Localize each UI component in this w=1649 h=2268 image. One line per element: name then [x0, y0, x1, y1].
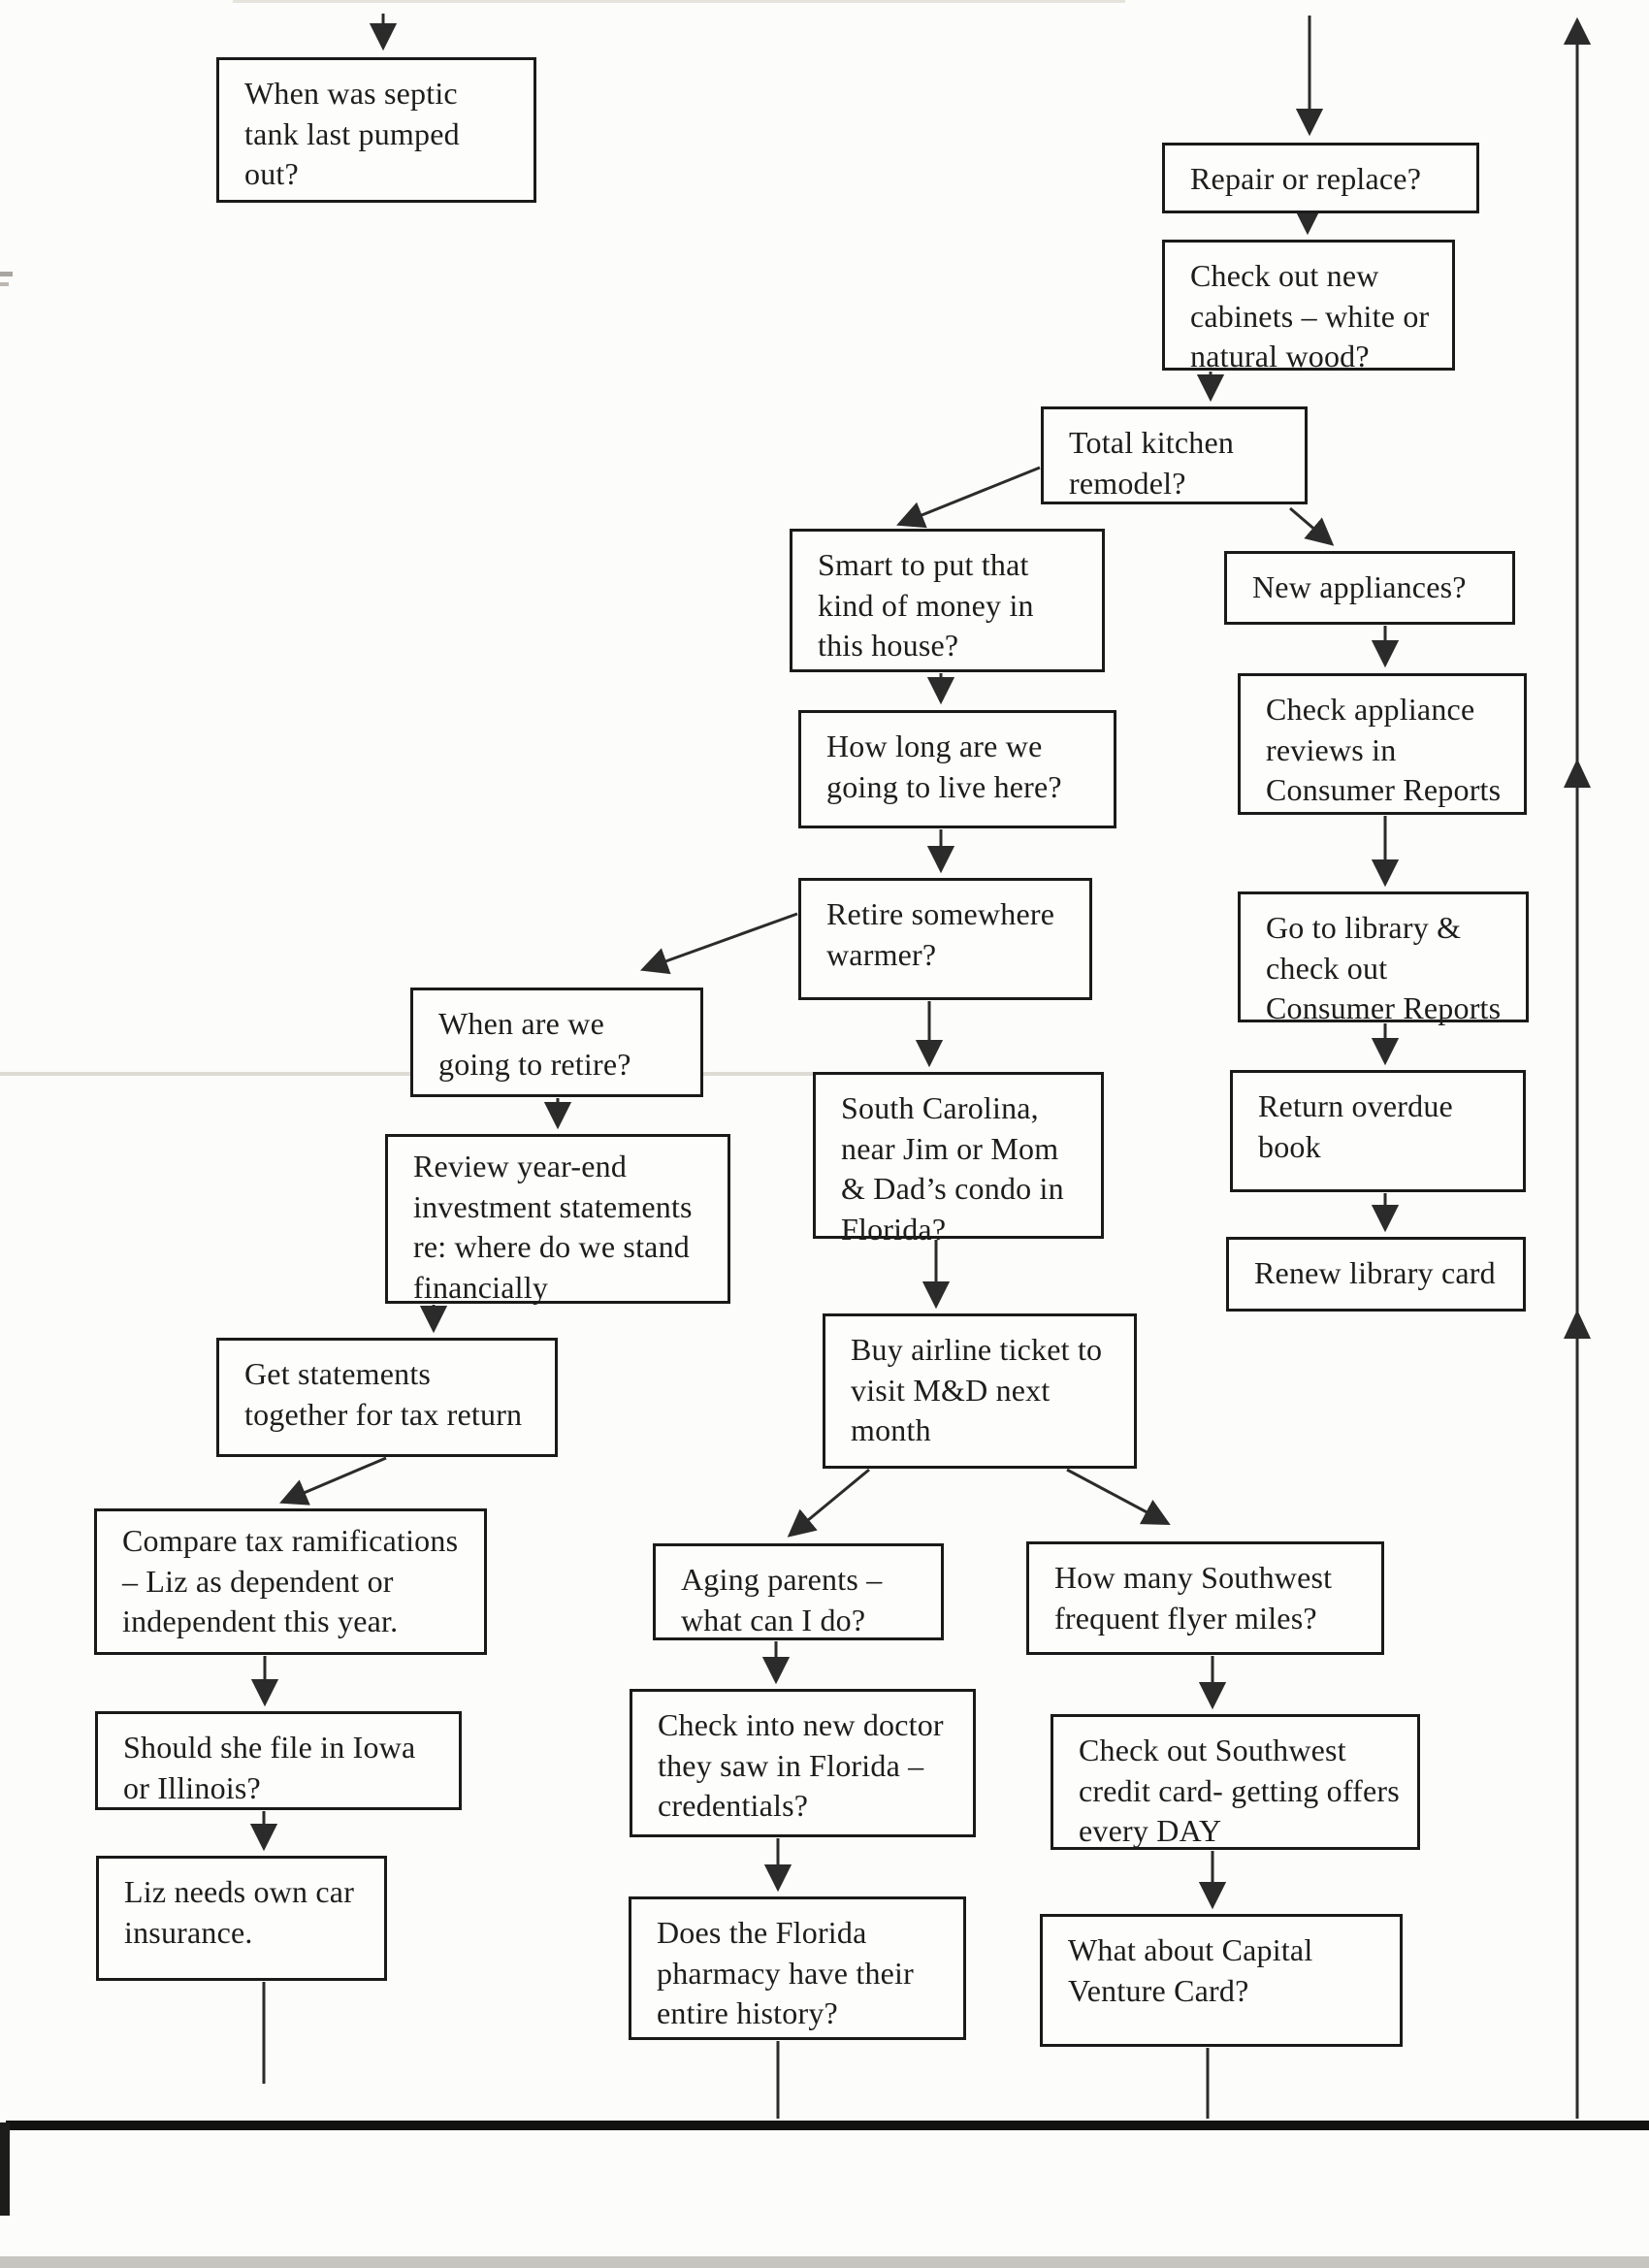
flow-node-liz-car-insurance: Liz needs own car insurance. [96, 1856, 387, 1981]
node-label: How many Southwest frequent flyer miles? [1054, 1560, 1333, 1636]
arrow-ticket-to-aging-parents [787, 1468, 870, 1538]
flow-node-buy-airline-ticket: Buy airline ticket to visit M&D next mon… [823, 1313, 1137, 1469]
flow-node-go-to-library: Go to library & check out Consumer Repor… [1238, 891, 1529, 1026]
node-label: Review year-end investment statements re… [413, 1149, 693, 1305]
margin-arrowhead-mid-upper [1564, 759, 1591, 788]
flow-node-how-long-live-here: How long are we going to live here? [798, 710, 1116, 828]
node-label: Does the Florida pharmacy have their ent… [657, 1915, 915, 2031]
flow-node-compare-tax: Compare tax ramifications – Liz as depen… [94, 1508, 487, 1655]
node-label: Total kitchen remodel? [1069, 425, 1235, 501]
scan-top-smudge [233, 0, 1125, 3]
flow-node-aging-parents: Aging parents – what can I do? [653, 1543, 944, 1640]
arrow-kitchen-to-new-appliances [1289, 506, 1335, 546]
node-label: Check into new doctor they saw in Florid… [658, 1707, 944, 1824]
flow-node-should-she-file: Should she file in Iowa or Illinois? [95, 1711, 462, 1810]
flow-node-review-year-end: Review year-end investment statements re… [385, 1134, 730, 1305]
node-label: Should she file in Iowa or Illinois? [123, 1730, 416, 1805]
arrow-statements-to-compare-tax [279, 1456, 387, 1506]
flow-node-return-overdue-book: Return overdue book [1230, 1070, 1526, 1192]
scan-edge-mark-2 [0, 282, 9, 286]
flow-node-check-appliance-reviews: Check appliance reviews in Consumer Repo… [1238, 673, 1527, 815]
node-label: Repair or replace? [1190, 161, 1422, 196]
flow-node-kitchen-remodel: Total kitchen remodel? [1041, 406, 1308, 504]
node-label: Renew library card [1254, 1255, 1496, 1290]
arrow-retire-to-when-retire [639, 912, 798, 975]
arrow-kitchen-to-smart [896, 466, 1041, 529]
flow-node-retire-warmer: Retire somewhere warmer? [798, 878, 1092, 1000]
node-label: Get statements together for tax return [244, 1356, 523, 1432]
flow-node-new-cabinets: Check out new cabinets – white or natura… [1162, 240, 1455, 374]
flow-node-get-statements: Get statements together for tax return [216, 1338, 558, 1457]
flow-node-new-appliances: New appliances? [1224, 551, 1515, 625]
node-label: South Carolina, near Jim or Mom & Dad’s … [841, 1090, 1064, 1247]
node-label: Return overdue book [1258, 1088, 1453, 1164]
node-label: When was septic tank last pumped out? [244, 76, 460, 192]
scan-edge-mark [0, 272, 13, 276]
flow-node-south-carolina: South Carolina, near Jim or Mom & Dad’s … [813, 1072, 1104, 1247]
flow-node-smart-money: Smart to put that kind of money in this … [790, 529, 1105, 672]
scan-bottom-gray-band [0, 2256, 1649, 2268]
scan-left-blob [0, 2122, 10, 2216]
node-label: New appliances? [1252, 569, 1467, 604]
flow-node-florida-pharmacy: Does the Florida pharmacy have their ent… [629, 1896, 966, 2040]
flow-node-southwest-miles: How many Southwest frequent flyer miles? [1026, 1541, 1384, 1655]
flow-node-septic-tank: When was septic tank last pumped out? [216, 57, 536, 203]
node-label: Retire somewhere warmer? [826, 896, 1055, 972]
node-label: Compare tax ramifications – Liz as depen… [122, 1523, 459, 1639]
flow-node-repair-or-replace: Repair or replace? [1162, 143, 1479, 213]
flow-node-check-doctor: Check into new doctor they saw in Florid… [630, 1689, 976, 1837]
flow-node-southwest-credit-card: Check out Southwest credit card- getting… [1051, 1714, 1420, 1850]
node-label: Go to library & check out Consumer Repor… [1266, 910, 1502, 1026]
node-label: Smart to put that kind of money in this … [818, 547, 1034, 664]
margin-arrowhead-mid-lower [1564, 1310, 1591, 1339]
node-label: How long are we going to live here? [826, 729, 1062, 804]
flow-node-when-retire: When are we going to retire? [410, 988, 703, 1097]
flow-node-capital-venture-card: What about Capital Venture Card? [1040, 1914, 1403, 2047]
arrow-ticket-to-southwest-miles [1066, 1468, 1171, 1526]
node-label: Aging parents – what can I do? [681, 1562, 883, 1637]
node-label: Liz needs own car insurance. [124, 1874, 355, 1950]
node-label: When are we going to retire? [438, 1006, 631, 1082]
node-label: Check out Southwest credit card- getting… [1079, 1733, 1400, 1849]
scan-bottom-rule [6, 2121, 1649, 2130]
node-label: Check appliance reviews in Consumer Repo… [1266, 692, 1502, 808]
node-label: Buy airline ticket to visit M&D next mon… [851, 1332, 1103, 1448]
node-label: Check out new cabinets – white or natura… [1190, 258, 1430, 374]
flow-node-renew-library-card: Renew library card [1226, 1237, 1526, 1312]
node-label: What about Capital Venture Card? [1068, 1932, 1313, 2008]
